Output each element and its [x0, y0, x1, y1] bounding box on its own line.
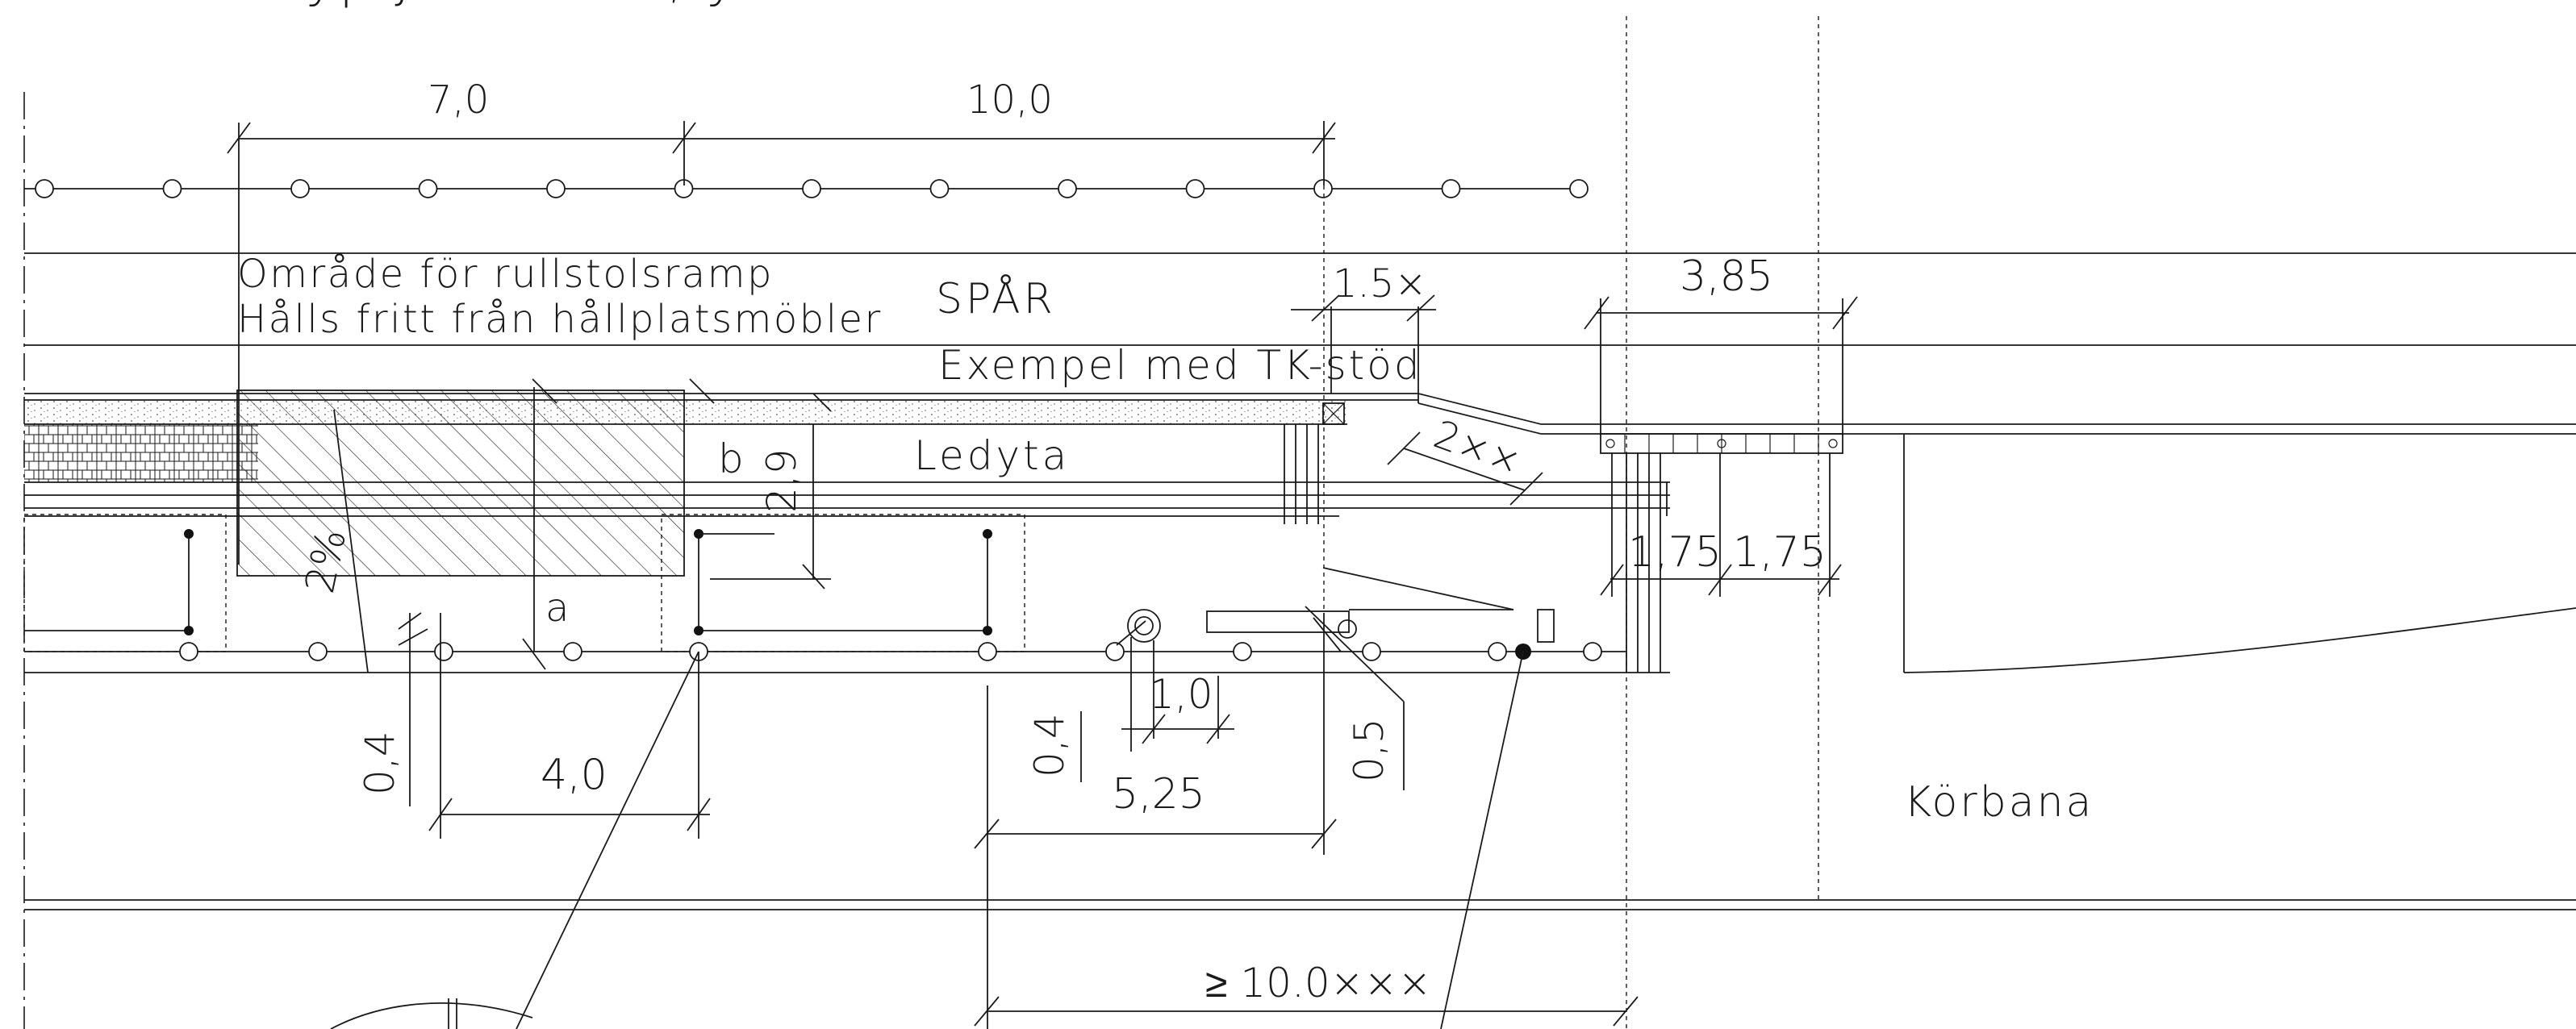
- curb-line: [24, 609, 1670, 673]
- grid-marker: [1185, 179, 1205, 198]
- paver-pattern: [24, 424, 258, 482]
- dim-1-0: 1,0: [1149, 671, 1213, 718]
- track-label: SPÅR: [936, 274, 1056, 323]
- tk-support-group: 3,85 1,75 1,75: [1584, 252, 1858, 673]
- title-main: Vänthall Typ JCDecaux, ytskikt av markst…: [24, 0, 1280, 10]
- label-b: b: [718, 435, 744, 482]
- dim-min-10: ≥ 10.0×××: [1205, 960, 1431, 1006]
- ramp-note-line1: Område för rullstolsramp: [237, 252, 774, 297]
- lower-band: [24, 899, 2576, 910]
- curb-marker: [563, 642, 582, 661]
- track-band: SPÅR: [24, 252, 2576, 346]
- dim-0-5: 0,5: [1346, 718, 1392, 782]
- grid-marker: [290, 179, 310, 198]
- leader-lines: [330, 651, 1524, 1029]
- dim-1-5-group: 1.5×: [1291, 261, 1436, 322]
- dim-0-4-mid: 0,4: [1026, 713, 1073, 777]
- grid-marker: [1441, 179, 1461, 198]
- ramp-zone-hatch: [236, 390, 685, 577]
- grid-marker: [1058, 179, 1077, 198]
- dim-5-25: 5,25: [1112, 770, 1205, 819]
- curb-marker: [179, 642, 198, 661]
- dim-4-0: 4,0: [541, 751, 607, 799]
- roadway-label: Körbana: [1904, 778, 2094, 827]
- curb-marker: [978, 642, 997, 661]
- title-scale: SKALA 1:200 vid A1: [1186, 0, 1673, 7]
- grid-marker: [35, 179, 54, 198]
- dim-0-4-left: 0,4: [357, 731, 403, 795]
- curb-marker: [308, 642, 328, 661]
- dim-2-9-group: 2,9: [532, 378, 832, 589]
- dim-2-9: 2,9: [758, 448, 805, 513]
- dim-7-0: 7,0: [428, 77, 489, 123]
- dim-1-5: 1.5×: [1333, 261, 1427, 306]
- guide-surface: Ledyta b: [24, 402, 1670, 524]
- guide-surface-label: Ledyta: [914, 432, 1070, 479]
- shelter-left: [23, 514, 227, 652]
- dim-a-group: a: [522, 387, 569, 670]
- dim-2-group: 2××: [1387, 412, 1543, 506]
- curb-marker: [1583, 642, 1602, 661]
- grid-marker: [546, 179, 566, 198]
- curb-marker: [1362, 642, 1381, 661]
- grid-marker: [418, 179, 438, 198]
- dim-min-10-group: ≥ 10.0×××: [974, 960, 1639, 1027]
- tk-example-label: Exempel med TK-stöd: [938, 342, 1422, 389]
- ramp-note-line2: Hålls fritt från hållplatsmöbler: [237, 297, 883, 342]
- drawing-title: Vänthall Typ JCDecaux, ytskikt av markst…: [24, 0, 1673, 10]
- reference-grid: [24, 179, 1589, 198]
- grid-marker: [802, 179, 821, 198]
- ramp-area-note: Område för rullstolsramp Hålls fritt frå…: [237, 252, 883, 342]
- grid-marker: [929, 179, 950, 198]
- roadway-edge: Körbana: [1903, 434, 2576, 827]
- dim-4-0-group: 0,4 4,0: [357, 612, 711, 839]
- grid-marker: [1569, 179, 1589, 198]
- top-dimensions: 7,0 10,0: [227, 77, 1336, 564]
- sign-pole: [1127, 567, 1514, 643]
- curb-marker: [1105, 642, 1125, 661]
- dim-10-0: 10,0: [967, 77, 1053, 123]
- curb-marker: [434, 642, 453, 661]
- grid-marker: [162, 179, 182, 198]
- grid-marker: [1313, 179, 1333, 198]
- label-a: a: [545, 585, 569, 631]
- dim-1-75-a: 1,75: [1628, 528, 1722, 577]
- curb-marker: [1488, 642, 1507, 661]
- dim-5-25-group: 5,25 1,0 0,4 0,5: [974, 606, 1405, 1029]
- shelter-right: [661, 514, 1025, 652]
- curb-marker: [1233, 642, 1252, 661]
- dim-3-85: 3,85: [1680, 252, 1773, 301]
- dim-1-75-b: 1,75: [1733, 528, 1827, 577]
